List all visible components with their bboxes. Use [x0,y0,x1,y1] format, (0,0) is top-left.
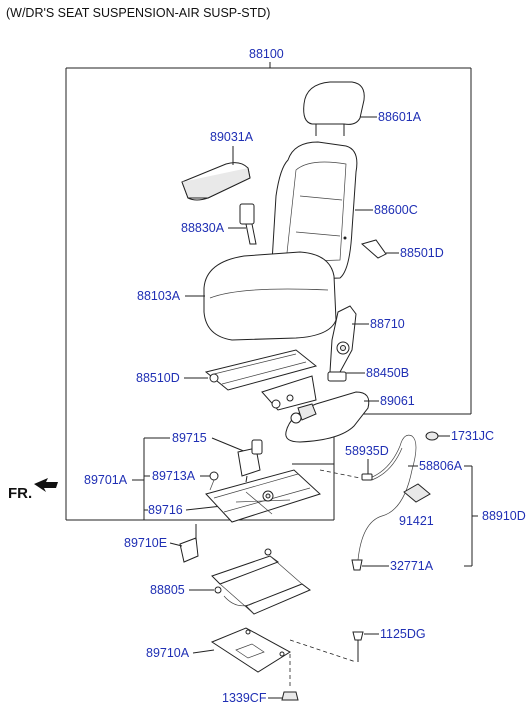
label-89710E[interactable]: 89710E [124,536,167,550]
label-58806A[interactable]: 58806A [419,459,463,473]
connector-58935D-drawing [361,473,373,481]
label-89716[interactable]: 89716 [148,503,183,517]
label-89701A[interactable]: 89701A [84,473,128,487]
seatback-drawing [271,141,358,281]
knob-drawing [327,371,347,382]
label-89715[interactable]: 89715 [172,431,207,445]
label-88100[interactable]: 88100 [249,47,284,61]
label-89713A[interactable]: 89713A [152,469,196,483]
front-direction-label: FR. [8,485,32,502]
clip-1731JC-drawing [425,431,439,441]
bracket-89710E-drawing [179,524,199,563]
side-shield-drawing [285,391,370,443]
fitting-32771A-drawing [351,559,363,571]
label-32771A[interactable]: 32771A [390,559,434,573]
label-88601A[interactable]: 88601A [378,110,422,124]
hose-drawing [357,434,417,561]
base-plate-drawing [210,627,291,673]
label-88450B[interactable]: 88450B [366,366,409,380]
bolt-1125DG-drawing [352,631,364,662]
nut-1339CF-drawing [281,691,299,701]
valve-drawing [209,471,219,491]
seat-frame-drawing [204,349,318,411]
label-1731JC[interactable]: 1731JC [451,429,494,443]
label-91421[interactable]: 91421 [399,514,434,528]
label-88510D[interactable]: 88510D [136,371,180,385]
label-88600C[interactable]: 88600C [374,203,418,217]
air-spring-drawing [237,439,263,483]
armrest-drawing [181,162,251,201]
label-89710A[interactable]: 89710A [146,646,190,660]
label-88910D[interactable]: 88910D [482,509,526,523]
group-bracket-89701A [132,437,170,521]
label-89061[interactable]: 89061 [380,394,415,408]
label-58935D[interactable]: 58935D [345,444,389,458]
label-88805[interactable]: 88805 [150,583,185,597]
label-plate-drawing [403,483,431,503]
label-88710[interactable]: 88710 [370,317,405,331]
label-88501D[interactable]: 88501D [400,246,444,260]
label-88103A[interactable]: 88103A [137,289,181,303]
hinge-cover-drawing [360,239,387,259]
label-89031A[interactable]: 89031A [210,130,254,144]
main-frame [65,67,472,521]
label-1125DG[interactable]: 1125DG [380,627,426,641]
diagram-title: (W/DR'S SEAT SUSPENSION-AIR SUSP-STD) [6,6,270,20]
headrest-drawing [303,81,365,136]
group-bracket-88910D [464,465,478,567]
front-arrow-icon [34,478,58,492]
suspension-base-drawing [205,469,321,523]
rails-drawing [211,548,311,615]
recliner-drawing [329,305,357,373]
label-1339CF[interactable]: 1339CF [222,691,267,705]
belt-buckle-drawing [239,203,257,245]
cushion-drawing [203,251,337,341]
label-88830A[interactable]: 88830A [181,221,225,235]
